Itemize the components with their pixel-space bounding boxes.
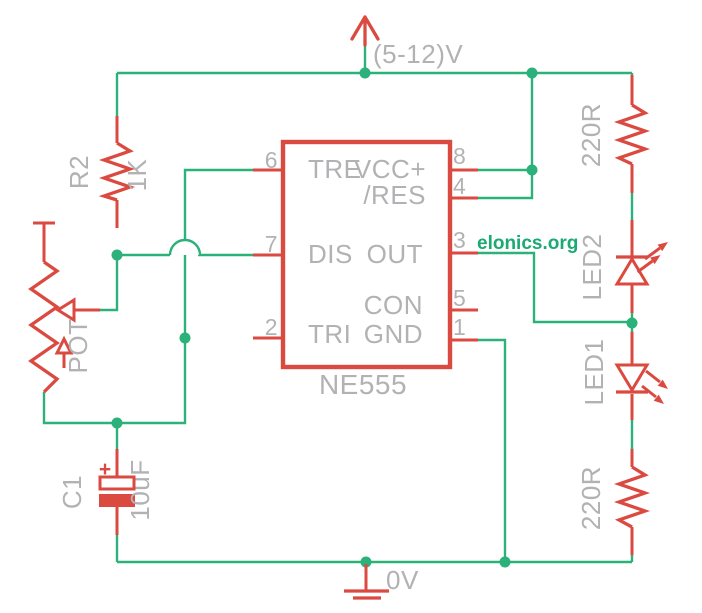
r2-ref-label: R2 [64, 155, 94, 189]
rbottom-value-label: 220R [576, 466, 606, 530]
wires [42, 45, 634, 564]
arrow-line [641, 384, 657, 399]
supply-voltage-label: (5-12)V [373, 39, 463, 69]
pin-number-4: 4 [453, 173, 466, 199]
c1-plate-negative [99, 494, 135, 507]
junction-dots [111, 67, 638, 568]
led-led2: LED2 [577, 220, 668, 313]
potentiometer-pot: POT [28, 221, 100, 394]
junction-dot [360, 556, 372, 568]
junction-dot [359, 67, 371, 79]
capacitor-c1: + C1 10uF [57, 449, 155, 535]
c1-value-label: 10uF [125, 459, 155, 520]
arrow-line [644, 246, 661, 261]
junction-dot [526, 67, 538, 79]
resistor-r2: R2 1K [64, 116, 152, 228]
pot-ref-label: POT [63, 319, 93, 374]
junction-dot [111, 249, 123, 261]
wire-pin1-gnd [478, 338, 507, 562]
arrow-head [650, 255, 661, 265]
r2-value-label: 1K [122, 158, 152, 191]
c1-ref-label: C1 [57, 475, 87, 509]
pin-label-con: CON [364, 290, 423, 320]
pot-wiper-arrow-icon [55, 297, 76, 323]
pin-number-7: 7 [265, 231, 278, 257]
ic-body [280, 139, 453, 370]
led2-light-arrows-icon [636, 242, 668, 274]
arrow-head [657, 242, 668, 252]
supply-arrow-icon [350, 15, 380, 47]
resistor-220r-bottom: 220R [576, 449, 651, 555]
resistor-zigzag-icon [613, 103, 651, 166]
pot-zigzag-icon [28, 260, 60, 394]
pin-label-gnd: GND [364, 319, 423, 349]
pin-number-3: 3 [453, 227, 466, 253]
arrow-head [657, 379, 668, 389]
ic-ne555: 6 7 2 8 4 3 5 1 TRE VCC+ /RES DIS OUT CO… [253, 139, 478, 400]
wire-pin3-out [478, 251, 632, 324]
arrow-line [636, 259, 654, 274]
led-led1: LED1 [579, 332, 668, 420]
pin-label-res: /RES [363, 180, 426, 210]
wire-crossover-hop [168, 238, 202, 256]
wire-pin6-to-pin2 [183, 168, 255, 338]
led1-diode-triangle-icon [614, 363, 650, 393]
resistor-zigzag-icon [98, 141, 136, 202]
ground-label: 0V [386, 565, 419, 595]
pin-label-tre: TRE [308, 154, 362, 184]
c1-plate-positive [98, 475, 136, 491]
resistor-zigzag-icon [613, 465, 651, 529]
pin-number-6: 6 [265, 147, 278, 173]
junction-dot [499, 556, 511, 568]
c1-polarity-mark: + [99, 458, 111, 481]
wire-wiper [100, 255, 119, 312]
power-supply-symbol: (5-12)V [350, 15, 463, 69]
pin-label-out: OUT [367, 239, 423, 269]
ground-symbol: 0V [344, 564, 419, 600]
junction-dot [179, 332, 191, 344]
pin-label-dis: DIS [308, 239, 353, 269]
watermark-text: elonics.org [477, 233, 578, 254]
pin-number-8: 8 [453, 143, 466, 169]
pin-number-2: 2 [265, 314, 278, 340]
junction-dot [111, 417, 123, 429]
junction-dot [626, 317, 638, 329]
resistor-220r-top: 220R [576, 75, 651, 193]
pin-number-5: 5 [453, 285, 466, 311]
wire-vcc-res-drop [478, 73, 534, 200]
arrow-head [653, 394, 664, 404]
pin-label-vcc: VCC+ [354, 154, 426, 184]
led2-ref-label: LED2 [577, 233, 607, 300]
junction-dot [526, 164, 538, 176]
arrow-line [645, 369, 661, 384]
pin-label-tri: TRI [308, 319, 351, 349]
led1-light-arrows-icon [641, 369, 668, 404]
led2-diode-triangle-icon [614, 256, 650, 286]
led1-ref-label: LED1 [579, 338, 609, 405]
ic-name-label: NE555 [319, 369, 407, 400]
rtop-value-label: 220R [576, 103, 606, 167]
pin-number-1: 1 [453, 314, 466, 340]
